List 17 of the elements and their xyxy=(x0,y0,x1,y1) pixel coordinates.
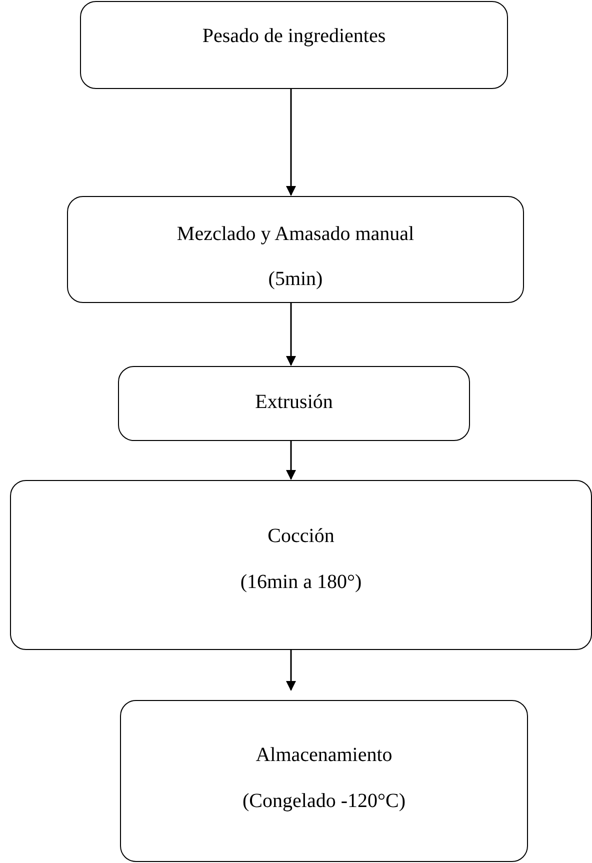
process-box xyxy=(67,196,524,303)
step-label: Pesado de ingredientes xyxy=(202,24,386,48)
arrow xyxy=(286,303,296,366)
process-box xyxy=(80,1,508,89)
process-box xyxy=(118,366,470,441)
step-detail: (16min a 180°) xyxy=(240,570,362,594)
step-label: Cocción xyxy=(268,524,334,548)
arrow xyxy=(286,89,296,196)
process-box xyxy=(120,700,528,862)
process-box xyxy=(10,480,592,650)
arrow xyxy=(286,441,296,480)
step-detail: (5min) xyxy=(268,267,323,291)
step-detail: (Congelado -120°C) xyxy=(242,789,406,813)
step-label: Extrusión xyxy=(255,390,333,414)
step-label: Almacenamiento xyxy=(256,743,392,767)
arrow xyxy=(286,650,296,691)
step-label: Mezclado y Amasado manual xyxy=(176,222,414,246)
